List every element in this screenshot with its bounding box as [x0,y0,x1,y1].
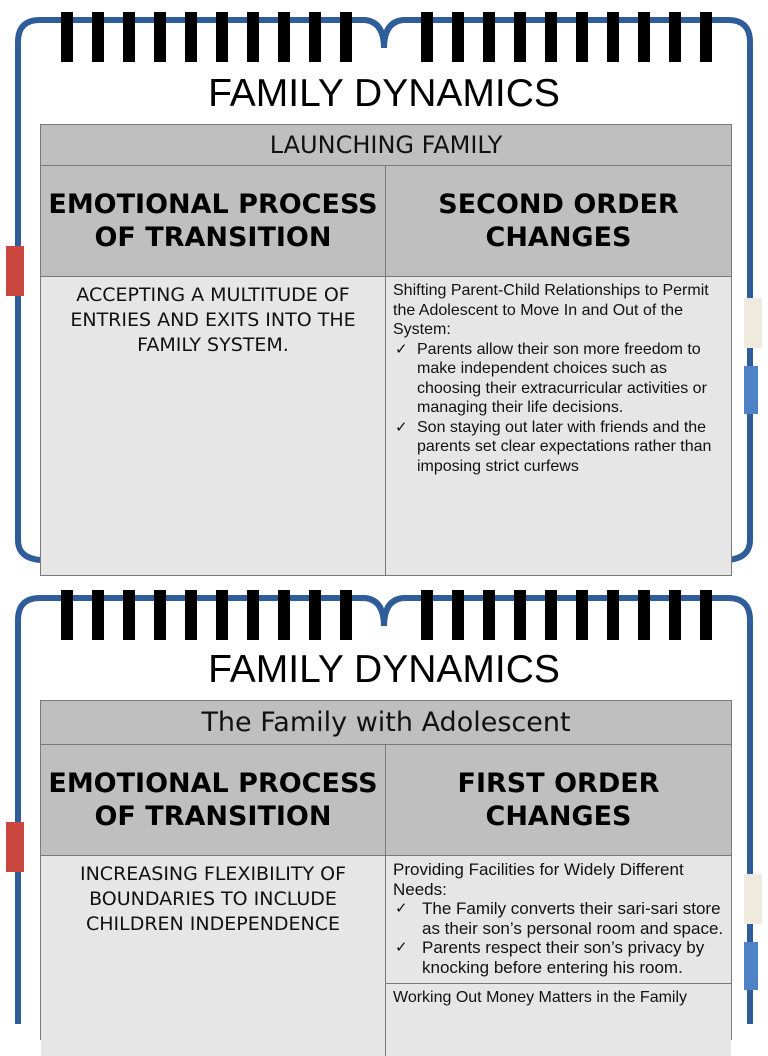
process-cell: INCREASING FLEXIBILITY OF BOUNDARIES TO … [41,856,386,1056]
binding-ring [514,12,526,62]
binding-ring [669,590,681,640]
binding-ring [545,12,557,62]
binding-ring [61,590,73,640]
list-item-text: Son staying out later with friends and t… [417,418,712,475]
binding-ring [123,12,135,62]
table-subtitle-row: The Family with Adolescent [41,701,731,745]
binding-ring [576,590,588,640]
binding-ring [421,590,433,640]
list-item-text: Parents respect their son’s privacy by k… [422,938,705,977]
binding-ring [154,12,166,62]
binding-ring [700,12,712,62]
transition-table: The Family with Adolescent EMOTIONAL PRO… [40,700,732,1056]
slide-launching-family: FAMILY DYNAMICS LAUNCHING FAMILY EMOTION… [0,0,768,576]
check-icon: ✓ [395,899,408,917]
check-icon: ✓ [395,417,408,436]
binding-ring [185,590,197,640]
binding-ring [421,12,433,62]
list-item: ✓ The Family converts their sari-sari sto… [393,899,725,938]
spiral-binding [0,578,768,648]
process-text: INCREASING FLEXIBILITY OF BOUNDARIES TO … [79,863,347,935]
binding-ring [216,12,228,62]
table-header-row: EMOTIONAL PROCESS OF TRANSITION SECOND O… [41,166,731,277]
blue-tab [744,942,758,990]
binding-ring [576,12,588,62]
table-header-row: EMOTIONAL PROCESS OF TRANSITION FIRST OR… [41,745,731,856]
binding-ring [638,12,650,62]
binding-ring [638,590,650,640]
changes-next-intro: Working Out Money Matters in the Family [393,989,688,1006]
header-emotional-process: EMOTIONAL PROCESS OF TRANSITION [41,745,386,855]
changes-cell: Shifting Parent-Child Relationships to P… [386,277,731,575]
process-cell: ACCEPTING A MULTITUDE OF ENTRIES AND EXI… [41,277,386,575]
red-tab [6,246,24,296]
page-title: FAMILY DYNAMICS [208,648,560,691]
changes-cell: Providing Facilities for Widely Differen… [386,856,731,1056]
list-item: ✓ Parents allow their son more freedom to… [393,340,725,418]
binding-ring [483,12,495,62]
binding-ring [700,590,712,640]
cream-tab [744,874,762,924]
binding-ring [123,590,135,640]
binding-ring [92,590,104,640]
binding-ring [185,12,197,62]
binding-ring [278,590,290,640]
binding-ring [247,12,259,62]
binding-ring [309,12,321,62]
binding-ring [483,590,495,640]
slide-family-with-adolescent: FAMILY DYNAMICS The Family with Adolesce… [0,578,768,1056]
list-item: ✓ Parents respect their son’s privacy by … [393,938,725,977]
binding-ring [92,12,104,62]
binding-ring [452,12,464,62]
table-subtitle-row: LAUNCHING FAMILY [41,125,731,166]
changes-block: Providing Facilities for Widely Differen… [386,856,731,984]
changes-intro: Providing Facilities for Widely Differen… [393,860,684,899]
binding-ring [154,590,166,640]
header-emotional-process: EMOTIONAL PROCESS OF TRANSITION [41,166,386,276]
changes-intro: Shifting Parent-Child Relationships to P… [393,282,709,338]
binding-ring [607,12,619,62]
blue-tab [744,366,758,414]
binding-ring [340,590,352,640]
binding-ring [278,12,290,62]
list-item: ✓ Son staying out later with friends and … [393,418,725,477]
binding-ring [340,12,352,62]
list-item-text: The Family converts their sari-sari stor… [422,899,724,938]
binding-ring [61,12,73,62]
check-icon: ✓ [395,938,408,956]
red-tab [6,822,24,872]
list-item-text: Parents allow their son more freedom to … [417,340,707,417]
check-icon: ✓ [395,339,408,358]
process-text: ACCEPTING A MULTITUDE OF ENTRIES AND EXI… [70,284,356,356]
binding-ring [669,12,681,62]
spiral-binding [0,0,768,70]
page-title: FAMILY DYNAMICS [208,72,560,115]
table-subtitle: The Family with Adolescent [41,701,731,744]
binding-ring [309,590,321,640]
changes-list: ✓ The Family converts their sari-sari sto… [393,899,725,977]
header-changes: SECOND ORDER CHANGES [438,189,679,253]
transition-table: LAUNCHING FAMILY EMOTIONAL PROCESS OF TR… [40,124,732,576]
binding-ring [545,590,557,640]
binding-ring [607,590,619,640]
binding-ring [452,590,464,640]
header-changes: FIRST ORDER CHANGES [457,768,660,832]
table-body-row: ACCEPTING A MULTITUDE OF ENTRIES AND EXI… [41,277,731,575]
table-subtitle: LAUNCHING FAMILY [41,125,731,165]
table-body-row: INCREASING FLEXIBILITY OF BOUNDARIES TO … [41,856,731,1056]
changes-list: ✓ Parents allow their son more freedom to… [393,340,725,477]
binding-ring [514,590,526,640]
binding-ring [216,590,228,640]
changes-next-block: Working Out Money Matters in the Family [386,984,731,1008]
binding-ring [247,590,259,640]
cream-tab [744,298,762,348]
